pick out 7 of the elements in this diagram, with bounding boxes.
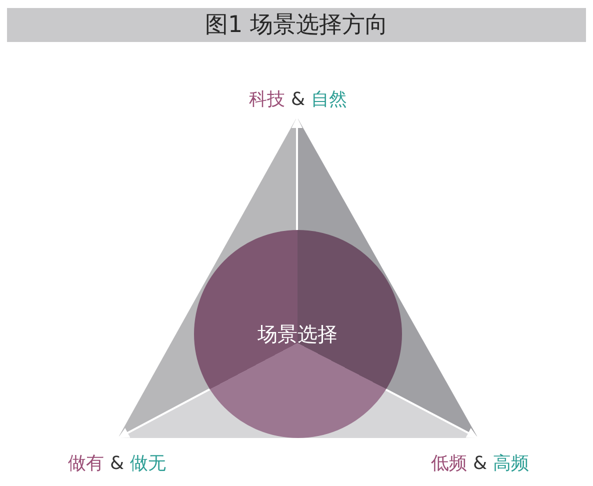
- arrow: [292, 117, 302, 230]
- vertex-label: 科技 & 自然: [249, 90, 347, 110]
- figure-title: 图1 场景选择方向: [7, 8, 586, 42]
- vertex-label: 做有 & 做无: [68, 454, 166, 474]
- vertex-label: 低频 & 高频: [431, 454, 529, 474]
- arrow: [118, 388, 210, 439]
- arrow: [385, 388, 478, 439]
